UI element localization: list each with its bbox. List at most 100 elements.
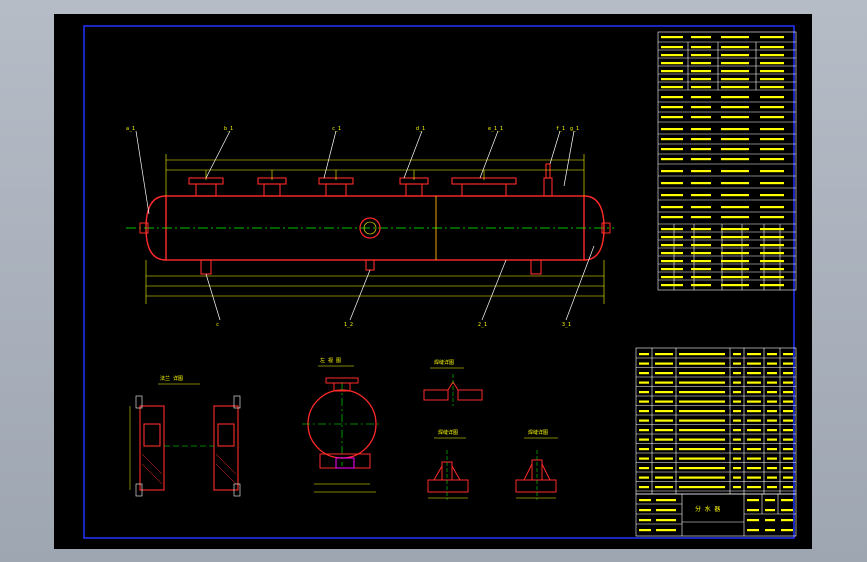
- table-cell-glyphs: [760, 268, 784, 271]
- table-cell-glyphs: [760, 86, 784, 89]
- left-end-nozzle: [139, 222, 149, 234]
- table-cell-glyphs: [679, 391, 725, 394]
- table-cell-glyphs: [656, 509, 676, 512]
- bottom-mark-4: 3_1: [562, 322, 571, 328]
- table-cell-glyphs: [760, 96, 784, 99]
- table-cell-glyphs: [679, 381, 725, 384]
- table-cell-glyphs: [733, 353, 741, 356]
- table-cell-glyphs: [721, 206, 749, 209]
- table-cell-glyphs: [721, 78, 749, 81]
- table-cell-glyphs: [691, 268, 711, 271]
- table-cell-glyphs: [747, 391, 761, 394]
- table-cell-glyphs: [656, 529, 676, 532]
- manhole: [359, 217, 381, 239]
- table-cell-glyphs: [781, 509, 793, 512]
- table-cell-glyphs: [691, 106, 711, 109]
- table-cell-glyphs: [691, 194, 711, 197]
- table-cell-glyphs: [679, 438, 725, 441]
- table-cell-glyphs: [639, 457, 649, 460]
- table-cell-glyphs: [661, 216, 683, 219]
- table-cell-glyphs: [767, 419, 777, 422]
- table-cell-glyphs: [783, 353, 793, 356]
- bottom-mark-3: 2_1: [478, 322, 487, 328]
- table-cell-glyphs: [691, 116, 711, 119]
- table-cell-glyphs: [733, 419, 741, 422]
- table-cell-glyphs: [639, 353, 649, 356]
- flange-detail-title: 法兰 详图: [160, 375, 183, 382]
- table-cell-glyphs: [783, 400, 793, 403]
- table-cell-glyphs: [655, 438, 673, 441]
- table-cell-glyphs: [747, 476, 761, 479]
- table-cell-glyphs: [733, 429, 741, 432]
- title-block-text: [639, 499, 793, 532]
- table-cell-glyphs: [733, 391, 741, 394]
- table-cell-glyphs: [733, 476, 741, 479]
- weld-detail-a: 焊缝详图: [423, 359, 483, 406]
- table-cell-glyphs: [760, 128, 784, 131]
- table-cell-glyphs: [765, 499, 775, 502]
- table-cell-glyphs: [733, 438, 741, 441]
- table-cell-glyphs: [747, 438, 761, 441]
- weld-detail-c: 焊缝详图: [515, 429, 558, 500]
- table-cell-glyphs: [691, 138, 711, 141]
- table-cell-glyphs: [760, 194, 784, 197]
- table-cell-glyphs: [781, 529, 793, 532]
- table-cell-glyphs: [679, 476, 725, 479]
- table-cell-glyphs: [767, 429, 777, 432]
- table-cell-glyphs: [783, 391, 793, 394]
- table-cell-glyphs: [747, 529, 759, 532]
- table-cell-glyphs: [783, 438, 793, 441]
- table-cell-glyphs: [783, 476, 793, 479]
- table-cell-glyphs: [721, 228, 749, 231]
- table-cell-glyphs: [783, 362, 793, 365]
- table-cell-glyphs: [747, 467, 761, 470]
- dimension-lines: [145, 154, 605, 304]
- side-view-saddle: [319, 453, 371, 469]
- table-cell-glyphs: [691, 128, 711, 131]
- table-cell-glyphs: [760, 46, 784, 49]
- side-view-top-nozzle: [333, 382, 351, 392]
- side-view-title: 左 视 图: [320, 357, 341, 364]
- spec-table-text: [661, 36, 784, 287]
- cad-drawing-viewport[interactable]: a_1 b_1 c_1 d_1 e_1_1 f_1 g_1 c 1_2 2_1 …: [54, 14, 812, 549]
- table-cell-glyphs: [747, 362, 761, 365]
- table-cell-glyphs: [661, 86, 683, 89]
- table-cell-glyphs: [767, 448, 777, 451]
- table-cell-glyphs: [691, 236, 711, 239]
- table-cell-glyphs: [691, 228, 711, 231]
- table-cell-glyphs: [721, 236, 749, 239]
- table-cell-glyphs: [661, 236, 683, 239]
- table-cell-glyphs: [760, 276, 784, 279]
- table-cell-glyphs: [721, 106, 749, 109]
- table-cell-glyphs: [760, 252, 784, 255]
- table-cell-glyphs: [767, 438, 777, 441]
- table-cell-glyphs: [760, 70, 784, 73]
- table-cell-glyphs: [760, 228, 784, 231]
- table-cell-glyphs: [783, 467, 793, 470]
- table-cell-glyphs: [760, 106, 784, 109]
- nozzle-mark-a: a_1: [126, 126, 135, 132]
- table-cell-glyphs: [767, 400, 777, 403]
- table-cell-glyphs: [639, 438, 649, 441]
- table-cell-glyphs: [721, 86, 749, 89]
- table-cell-glyphs: [656, 499, 676, 502]
- table-cell-glyphs: [639, 381, 649, 384]
- table-cell-glyphs: [639, 419, 649, 422]
- table-cell-glyphs: [655, 476, 673, 479]
- right-end-nozzle: [601, 222, 611, 234]
- table-cell-glyphs: [767, 410, 777, 413]
- table-cell-glyphs: [747, 457, 761, 460]
- table-cell-glyphs: [661, 62, 683, 65]
- table-cell-glyphs: [760, 36, 784, 39]
- table-cell-glyphs: [691, 206, 711, 209]
- table-cell-glyphs: [679, 429, 725, 432]
- side-view: 左 视 图: [302, 357, 382, 493]
- table-cell-glyphs: [691, 70, 711, 73]
- table-cell-glyphs: [721, 116, 749, 119]
- table-cell-glyphs: [679, 457, 725, 460]
- table-cell-glyphs: [783, 429, 793, 432]
- table-cell-glyphs: [781, 519, 793, 522]
- table-cell-glyphs: [733, 467, 741, 470]
- table-cell-glyphs: [721, 244, 749, 247]
- table-cell-glyphs: [661, 284, 683, 287]
